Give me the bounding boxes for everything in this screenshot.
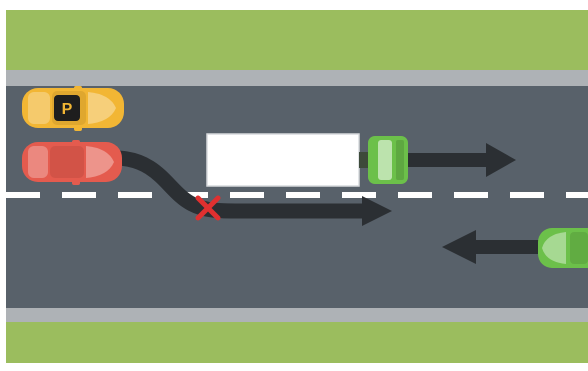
learner-plate bbox=[54, 95, 80, 121]
overtake-path-arrow bbox=[117, 150, 365, 219]
oncoming-arrow-shaft bbox=[472, 240, 540, 254]
truck-arrow-head bbox=[486, 143, 516, 177]
grass-top bbox=[6, 10, 588, 72]
truck-icon bbox=[206, 133, 408, 187]
learner-car-icon: P bbox=[22, 86, 124, 131]
oncoming-arrow-head bbox=[442, 230, 476, 264]
curb-bottom bbox=[6, 308, 588, 324]
oncoming-car-icon bbox=[538, 228, 588, 268]
red-car-icon bbox=[22, 140, 122, 185]
curb-top bbox=[6, 70, 588, 87]
overtake-arrowhead bbox=[362, 196, 392, 226]
learner-plate-letter: P bbox=[62, 101, 73, 118]
conflict-x-icon bbox=[195, 195, 221, 221]
grass-bottom bbox=[6, 322, 588, 363]
truck-arrow-shaft bbox=[408, 153, 490, 167]
